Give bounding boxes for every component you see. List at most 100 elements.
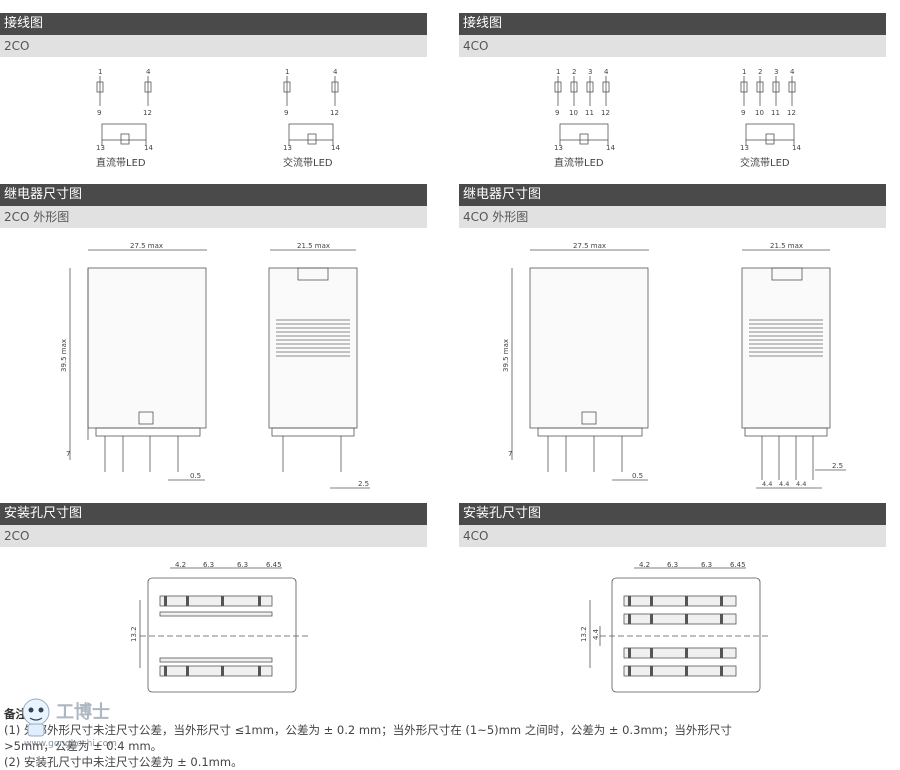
svg-text:4.2: 4.2 (175, 561, 186, 569)
robot-logo-icon: 工博士 www.gongboshi.com (22, 698, 117, 749)
svg-text:12: 12 (787, 109, 796, 117)
mounting-header-4co: 安装孔尺寸图 (459, 503, 886, 525)
svg-text:2.5: 2.5 (832, 462, 843, 470)
svg-text:7: 7 (508, 450, 512, 458)
mounting-variant-4co: 4CO (459, 525, 886, 547)
svg-text:直流带LED: 直流带LED (96, 156, 146, 169)
svg-text:12: 12 (143, 109, 152, 117)
watermark-logo: 工博士 www.gongboshi.com (10, 688, 150, 749)
svg-text:14: 14 (606, 144, 615, 152)
svg-text:4: 4 (146, 68, 151, 76)
right-dim-head: 继电器尺寸图 4CO 外形图 (459, 184, 886, 228)
svg-text:4: 4 (604, 68, 609, 76)
svg-text:4: 4 (790, 68, 795, 76)
svg-text:0.5: 0.5 (190, 472, 201, 480)
svg-text:7: 7 (66, 450, 70, 458)
svg-text:9: 9 (555, 109, 559, 117)
svg-text:4.2: 4.2 (639, 561, 650, 569)
svg-text:4.4: 4.4 (796, 480, 806, 488)
dimension-side-2co: 21.5 max 2.5 (268, 242, 370, 489)
notes-line-1: (1) 外部外形尺寸未注尺寸公差，当外形尺寸 ≤1mm，公差为 ± 0.2 mm… (4, 723, 732, 737)
dimension-header-4co: 继电器尺寸图 (459, 184, 886, 206)
svg-text:1: 1 (742, 68, 746, 76)
mounting-variant-2co: 2CO (0, 525, 427, 547)
svg-text:4.4: 4.4 (762, 480, 772, 488)
mounting-holes-4co: 4.2 6.3 6.3 6.45 13.2 4.4 (580, 561, 770, 693)
svg-text:3: 3 (588, 68, 592, 76)
svg-text:13: 13 (740, 144, 749, 152)
svg-text:12: 12 (601, 109, 610, 117)
dimension-side-4co: 21.5 max 4.4 4.4 4.4 2.5 (741, 242, 846, 489)
notes-line-3: (2) 安装孔尺寸中未注尺寸公差为 ± 0.1mm。 (4, 755, 243, 769)
left-dim-head: 继电器尺寸图 2CO 外形图 (0, 184, 427, 228)
svg-text:10: 10 (755, 109, 764, 117)
svg-text:4: 4 (333, 68, 338, 76)
svg-text:14: 14 (792, 144, 801, 152)
wiring-variant-4co: 4CO (459, 35, 886, 57)
svg-text:直流带LED: 直流带LED (554, 156, 604, 169)
svg-text:14: 14 (331, 144, 340, 152)
svg-text:6.3: 6.3 (701, 561, 712, 569)
mounting-header-2co: 安装孔尺寸图 (0, 503, 427, 525)
svg-text:13: 13 (283, 144, 292, 152)
svg-text:13: 13 (554, 144, 563, 152)
svg-text:9: 9 (741, 109, 745, 117)
svg-text:0.5: 0.5 (632, 472, 643, 480)
svg-text:6.3: 6.3 (667, 561, 678, 569)
svg-text:3: 3 (774, 68, 778, 76)
dimension-header-2co: 继电器尺寸图 (0, 184, 427, 206)
svg-text:39.5 max: 39.5 max (60, 339, 68, 372)
svg-text:39.5 max: 39.5 max (502, 339, 510, 372)
svg-text:2: 2 (572, 68, 576, 76)
svg-text:4.4: 4.4 (779, 480, 789, 488)
svg-text:12: 12 (330, 109, 339, 117)
svg-text:2.5: 2.5 (358, 480, 369, 488)
svg-text:13.2: 13.2 (580, 626, 588, 642)
dimension-variant-2co: 2CO 外形图 (0, 206, 427, 228)
wiring-diagram-4co-ac: 1 2 3 4 9 10 11 12 13 14 交流带LED (740, 68, 801, 169)
svg-text:14: 14 (144, 144, 153, 152)
svg-text:27.5 max: 27.5 max (573, 242, 606, 250)
wiring-diagram-2co-dc: 1 4 9 12 13 14 直流带LED (96, 68, 153, 169)
svg-text:1: 1 (98, 68, 102, 76)
svg-text:6.3: 6.3 (237, 561, 248, 569)
svg-text:交流带LED: 交流带LED (740, 156, 790, 169)
wiring-header-4co: 接线图 (459, 13, 886, 35)
dimension-front-2co: 27.5 max 39.5 max 7 0.5 (60, 242, 207, 481)
svg-text:4.4: 4.4 (592, 628, 600, 640)
svg-text:11: 11 (585, 109, 594, 117)
svg-text:21.5 max: 21.5 max (770, 242, 803, 250)
svg-text:21.5 max: 21.5 max (297, 242, 330, 250)
svg-text:2: 2 (758, 68, 762, 76)
right-mount-head: 安装孔尺寸图 4CO (459, 503, 886, 547)
svg-text:工博士: 工博士 (56, 701, 110, 723)
wiring-diagram-4co-dc: 1 2 3 4 9 10 11 12 13 14 直流带LED (554, 68, 615, 169)
svg-text:13: 13 (96, 144, 105, 152)
svg-text:6.45: 6.45 (266, 561, 282, 569)
notes-line-2: >5mm，公差为 ± 0.4 mm。 (4, 739, 163, 753)
right-column: 接线图 4CO (459, 13, 886, 57)
svg-text:1: 1 (556, 68, 560, 76)
svg-text:9: 9 (284, 109, 288, 117)
notes-block: 备注 (1) 外部外形尺寸未注尺寸公差，当外形尺寸 ≤1mm，公差为 ± 0.2… (4, 706, 894, 770)
dimension-variant-4co: 4CO 外形图 (459, 206, 886, 228)
svg-text:13.2: 13.2 (130, 626, 138, 642)
svg-text:10: 10 (569, 109, 578, 117)
svg-text:6.3: 6.3 (203, 561, 214, 569)
left-column: 接线图 2CO (0, 13, 427, 57)
svg-text:1: 1 (285, 68, 289, 76)
svg-text:www.gongboshi.com: www.gongboshi.com (24, 739, 117, 748)
svg-text:27.5 max: 27.5 max (130, 242, 163, 250)
left-mount-head: 安装孔尺寸图 2CO (0, 503, 427, 547)
svg-text:9: 9 (97, 109, 101, 117)
svg-text:11: 11 (771, 109, 780, 117)
svg-text:交流带LED: 交流带LED (283, 156, 333, 169)
mounting-holes-2co: 4.2 6.3 6.3 6.45 13.2 (130, 561, 310, 693)
wiring-diagram-2co-ac: 1 4 9 12 13 14 交流带LED (283, 68, 340, 169)
wiring-header-2co: 接线图 (0, 13, 427, 35)
wiring-variant-2co: 2CO (0, 35, 427, 57)
notes-title: 备注 (4, 707, 27, 721)
dimension-front-4co: 27.5 max 39.5 max 7 0.5 (502, 242, 649, 481)
svg-text:6.45: 6.45 (730, 561, 746, 569)
